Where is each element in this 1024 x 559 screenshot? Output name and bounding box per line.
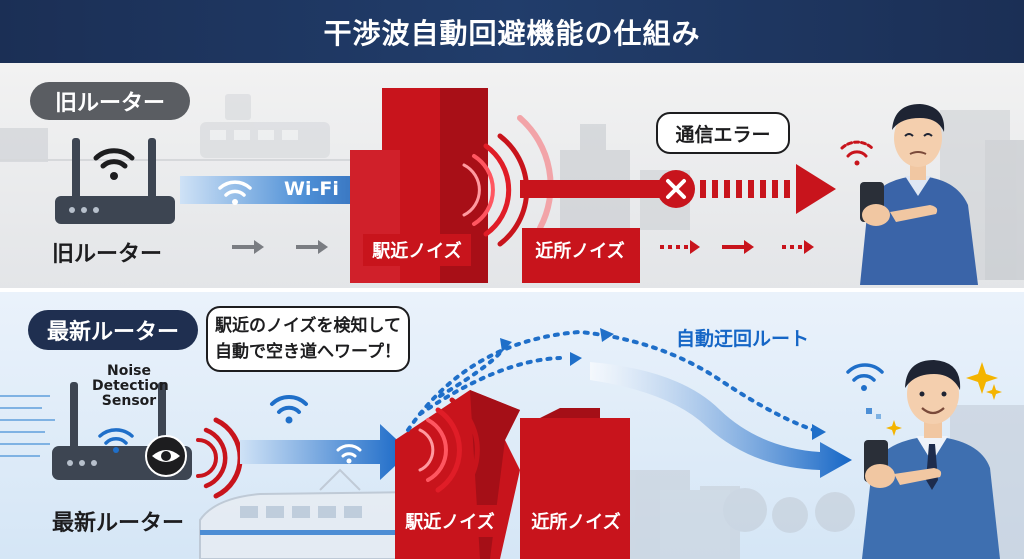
new-noise-waves: [418, 397, 480, 503]
speed-lines: [0, 395, 55, 457]
new-router-graphic: [52, 382, 192, 480]
old-station-noise-label: 駅近ノイズ: [363, 234, 471, 266]
noise-sensor-line1: Noise: [107, 363, 151, 379]
detect-bubble: 駅近のノイズを検知して 自動で空き道へワープ！: [206, 306, 410, 372]
bypass-arrowheads: [500, 328, 826, 440]
detect-bubble-line1: 駅近のノイズを検知して: [215, 316, 401, 336]
old-nearby-noise-label: 近所ノイズ: [524, 234, 636, 266]
new-nearby-noise-label: 近所ノイズ: [524, 505, 628, 537]
detect-bubble-line2: 自動で空き道へワープ！: [215, 342, 401, 362]
new-signal-arrow: [240, 394, 410, 480]
new-router-label: 最新ルーター: [52, 511, 185, 536]
noise-sensor-line3: Sensor: [101, 393, 157, 409]
old-error-path: [520, 164, 836, 214]
old-router-label: 旧ルーター: [52, 242, 163, 267]
old-progress-arrows: [232, 240, 328, 254]
old-user-figure: [840, 104, 978, 285]
old-router-graphic: [55, 138, 175, 224]
old-wifi-label: Wi-Fi: [284, 178, 339, 200]
new-station-noise-label: 駅近ノイズ: [398, 505, 502, 537]
title-bar: 干渉波自動回避機能の仕組み: [0, 0, 1024, 63]
auto-route-label: 自動迂回ルート: [676, 328, 810, 350]
error-bubble: 通信エラー: [656, 112, 790, 154]
new-user-figure: [846, 360, 1002, 559]
old-router-badge: 旧ルーター: [30, 82, 190, 120]
old-red-dotted-arrows: [660, 240, 814, 254]
auto-route-arrow: [590, 362, 852, 478]
new-nearby-noise-block: [520, 418, 630, 559]
page-title: 干渉波自動回避機能の仕組み: [323, 16, 701, 50]
panel-divider: [0, 288, 1024, 292]
new-router-badge: 最新ルーター: [28, 310, 198, 350]
router-noise-waves: [196, 417, 243, 499]
noise-sensor-line2: Detection: [92, 378, 169, 394]
noise-sensor-label: Noise Detection Sensor: [92, 363, 169, 409]
